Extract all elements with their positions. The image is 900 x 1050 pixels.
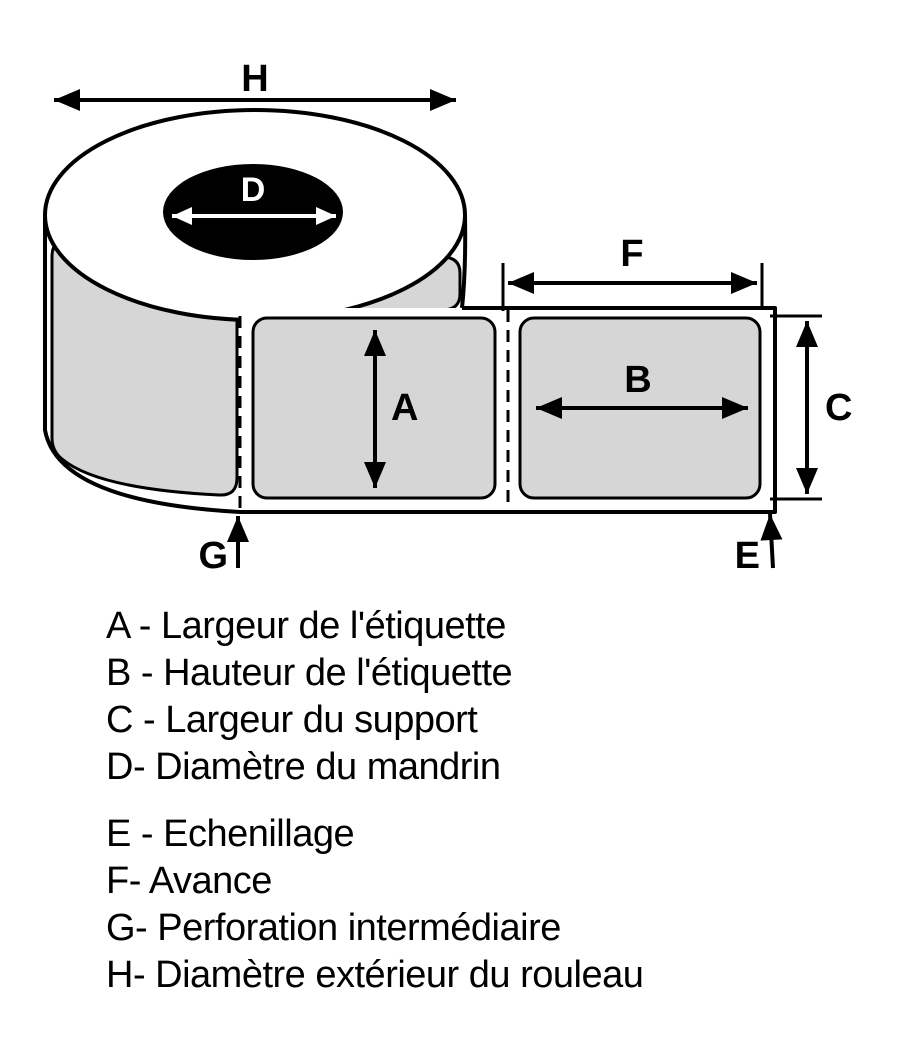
dim-label-g: G bbox=[198, 535, 228, 577]
dim-E: E bbox=[735, 513, 783, 577]
dim-arrow-e bbox=[760, 513, 783, 569]
dim-A: A bbox=[364, 330, 418, 488]
dim-label-h: H bbox=[241, 58, 268, 100]
legend-item-d: D- Diamètre du mandrin bbox=[106, 746, 501, 788]
roll-right-edge bbox=[460, 215, 468, 309]
legend-item-g: G- Perforation intermédiaire bbox=[106, 907, 561, 949]
dim-label-f: F bbox=[620, 233, 643, 275]
roll-strip-outline bbox=[43, 215, 777, 514]
dim-C: C bbox=[770, 314, 852, 501]
legend-item-e: E - Echenillage bbox=[106, 813, 355, 855]
dim-label-e: E bbox=[735, 535, 760, 577]
legend-item-f: F- Avance bbox=[106, 860, 272, 902]
dim-G: G bbox=[198, 516, 249, 577]
label-roll-diagram: D H F C bbox=[43, 58, 852, 577]
legend-item-h: H- Diamètre extérieur du rouleau bbox=[106, 954, 644, 996]
dim-label-c: C bbox=[825, 387, 852, 429]
dim-label-a: A bbox=[391, 387, 418, 429]
legend-item-a: A - Largeur de l'étiquette bbox=[106, 605, 506, 647]
legend: A - Largeur de l'étiquette B - Hauteur d… bbox=[0, 595, 900, 999]
legend-item-c: C - Largeur du support bbox=[106, 699, 478, 741]
dim-label-d: D bbox=[241, 171, 266, 209]
legend-item-b: B - Hauteur de l'étiquette bbox=[106, 652, 513, 694]
dim-B: B bbox=[536, 359, 748, 419]
dim-label-b: B bbox=[624, 359, 651, 401]
dim-H: H bbox=[54, 58, 456, 111]
dim-F: F bbox=[501, 233, 764, 311]
